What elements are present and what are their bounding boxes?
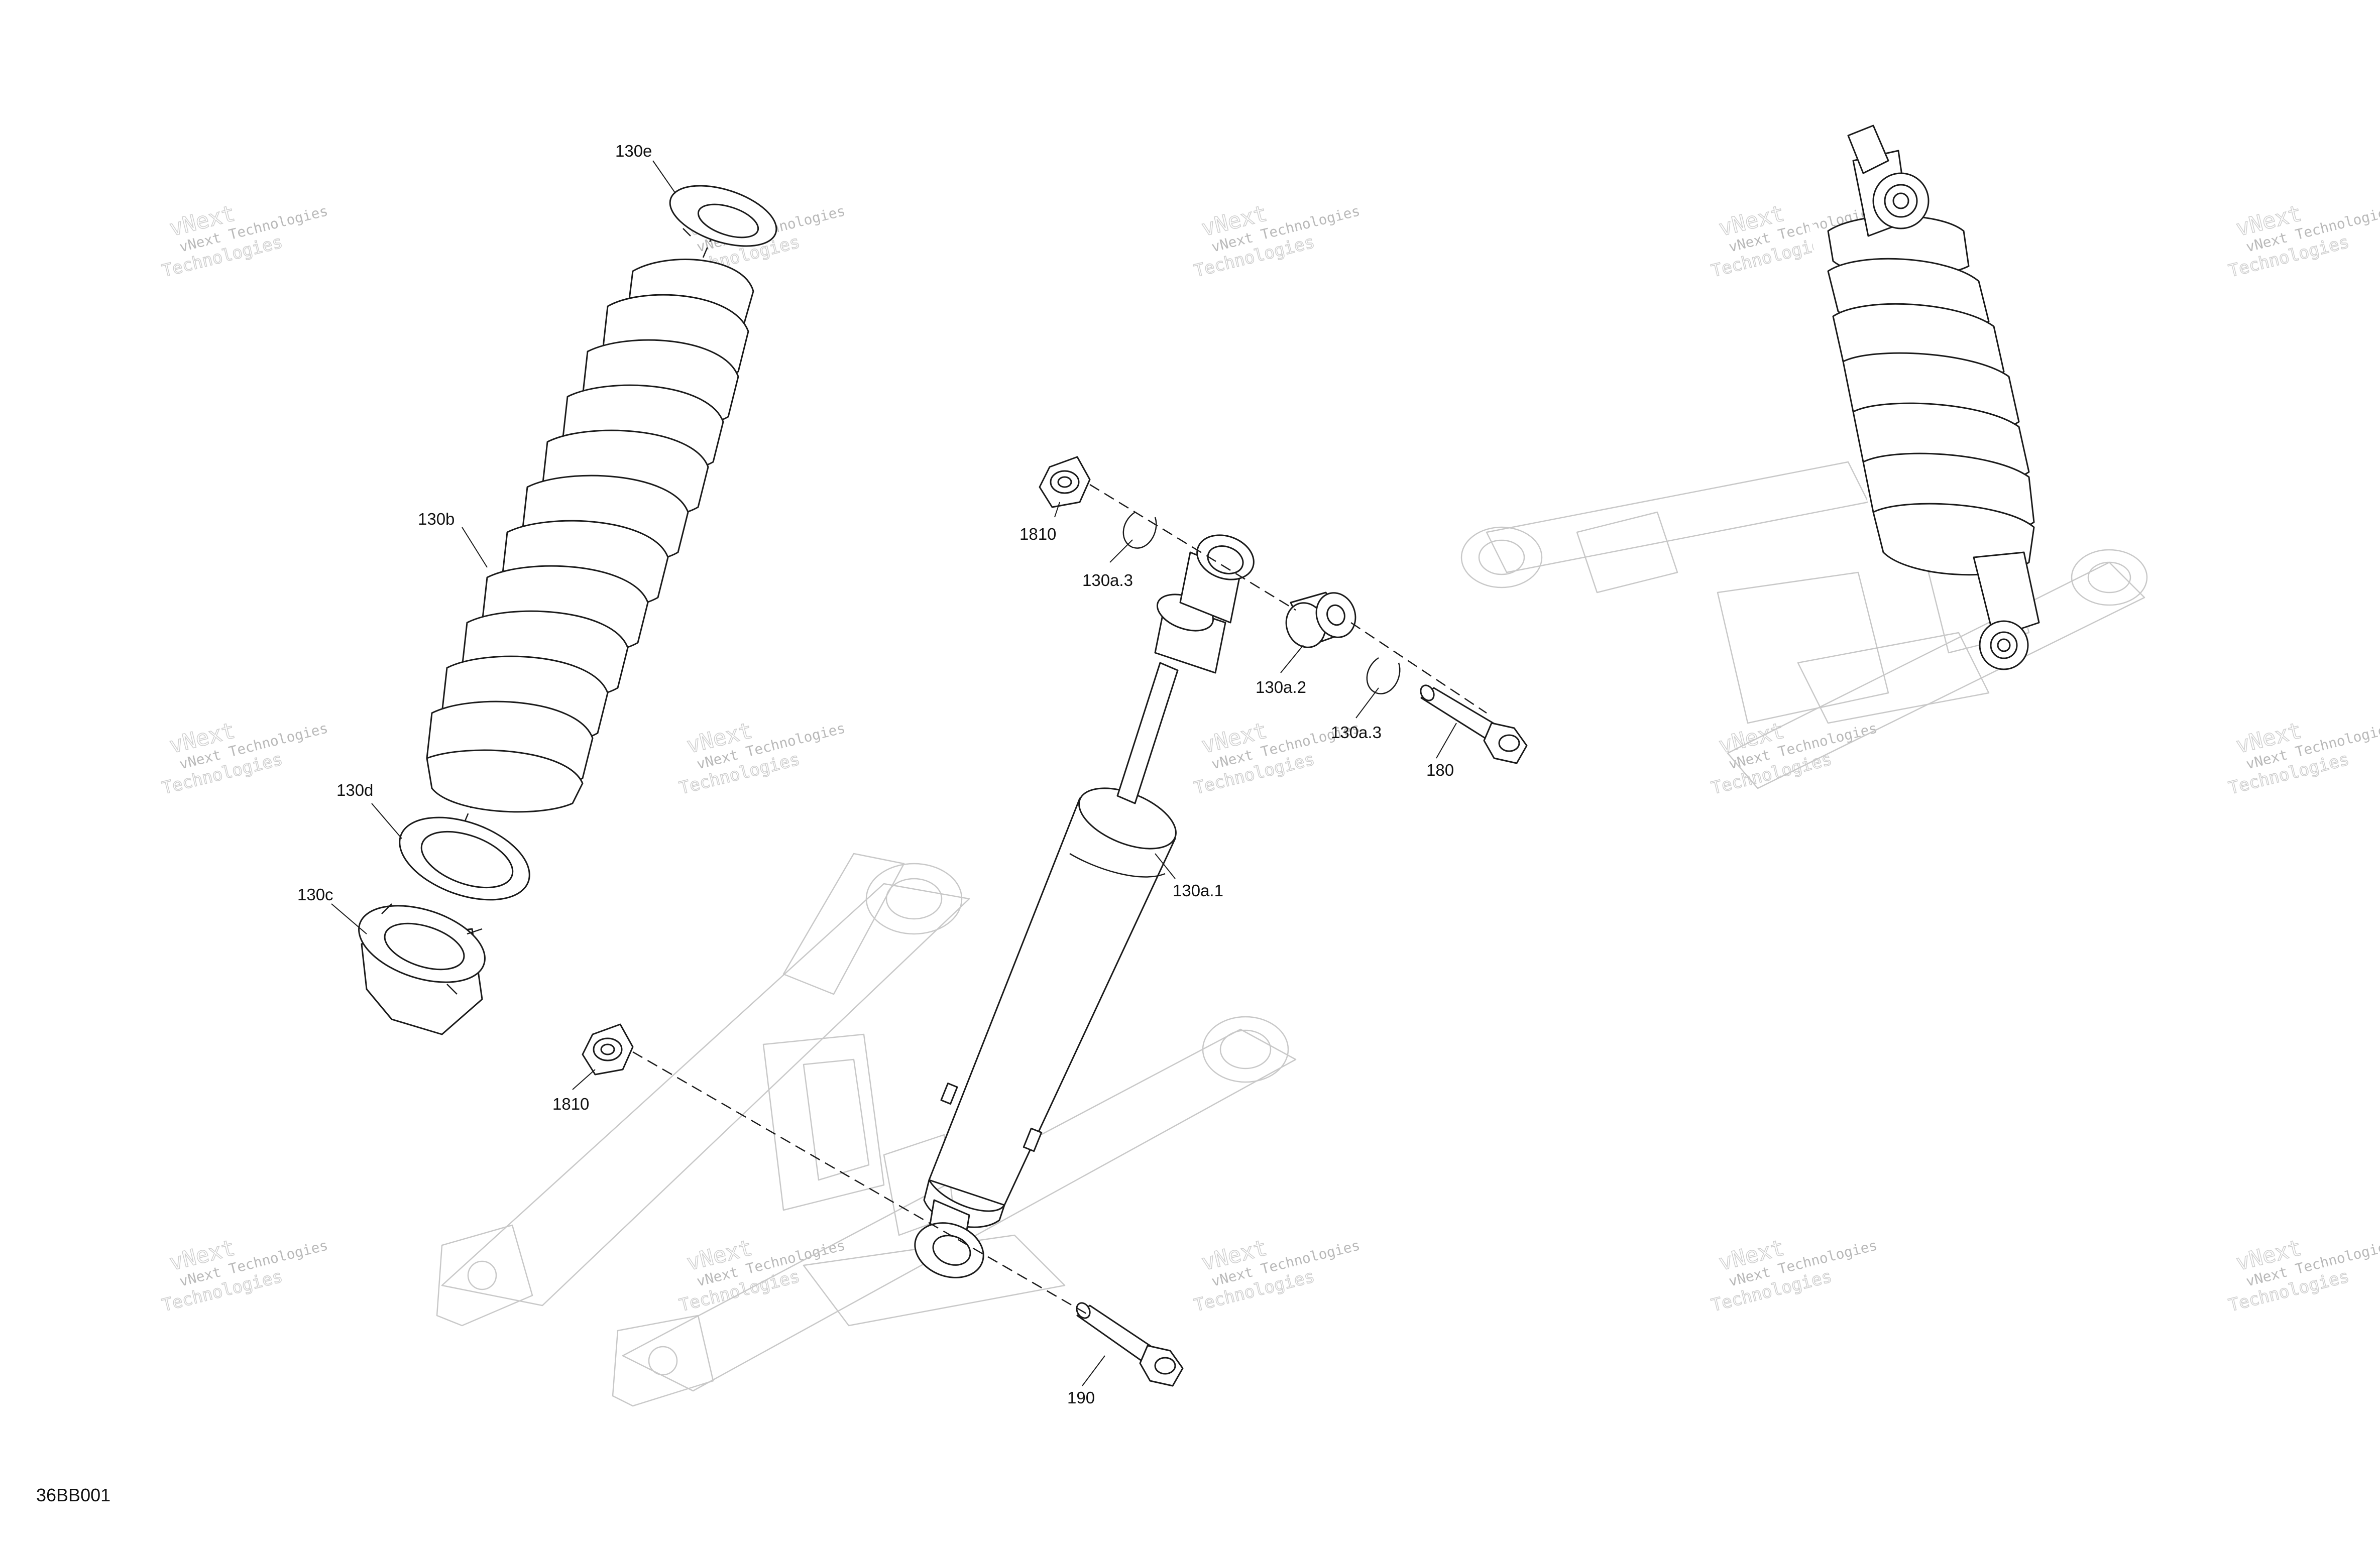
watermark-r1-c5: vNext Technologies vNext Technologies xyxy=(2226,200,2380,282)
callout-labels: 130e 130b 130d 130c 1810 130a.3 130a.2 1… xyxy=(297,142,1454,1407)
watermark-r3-c2: vNext Technologies vNext Technologies xyxy=(677,1235,847,1316)
coil-spring-130b xyxy=(426,215,754,864)
spring-retainer-130e xyxy=(669,185,777,247)
ghost-swing-arm-upper xyxy=(1460,461,2148,789)
drawing-code: 36BB001 xyxy=(36,1485,110,1505)
watermark-r3-c3: vNext Technologies vNext Technologies xyxy=(1192,1235,1362,1316)
watermark-r3-c1: vNext Technologies vNext Technologies xyxy=(160,1235,329,1316)
callout-130a3-left: 130a.3 xyxy=(1082,571,1133,589)
watermark-r1-c1: vNext Technologies vNext Technologies xyxy=(160,200,329,282)
circlip-130a3-right xyxy=(1366,657,1401,694)
assembled-top-eye xyxy=(1847,125,1930,237)
assembled-bottom-eye xyxy=(1973,551,2040,670)
watermark-r2-c2: vNext Technologies vNext Technologies xyxy=(677,718,847,799)
spring-adjuster-130c xyxy=(358,903,486,1035)
assembled-shock-absorber xyxy=(1808,125,2040,670)
spring-guide-130d xyxy=(399,816,530,901)
callout-130a2: 130a.2 xyxy=(1256,678,1306,696)
callout-130d: 130d xyxy=(336,781,373,799)
assembled-spring-coils xyxy=(1827,215,2035,576)
watermark-r1-c3: vNext Technologies vNext Technologies xyxy=(1192,200,1362,282)
watermark-r2-c4: vNext Technologies vNext Technologies xyxy=(1709,718,1879,799)
bolt-180 xyxy=(1420,684,1528,764)
assembly-dashed-lines xyxy=(632,484,1487,1317)
circlip-130a3-left xyxy=(1122,511,1157,549)
callout-180: 180 xyxy=(1426,761,1454,779)
watermark-r3-c4: vNext Technologies vNext Technologies xyxy=(1709,1235,1879,1316)
callout-130e: 130e xyxy=(615,142,652,160)
bolt-190 xyxy=(1076,1302,1184,1387)
callout-1810-bottom: 1810 xyxy=(552,1095,589,1113)
callout-190: 190 xyxy=(1067,1388,1095,1407)
shock-absorber-130a1 xyxy=(914,534,1255,1278)
flange-nut-1810-top xyxy=(1039,456,1091,508)
watermark-r2-c3: vNext Technologies vNext Technologies xyxy=(1192,718,1362,799)
callout-leaders xyxy=(331,160,1457,1386)
flange-nut-1810-bottom xyxy=(582,1023,634,1076)
callout-130b: 130b xyxy=(418,510,455,528)
watermark-r3-c5: vNext Technologies vNext Technologies xyxy=(2226,1235,2380,1316)
callout-130a1: 130a.1 xyxy=(1173,881,1223,900)
watermark-r2-c5: vNext Technologies vNext Technologies xyxy=(2226,718,2380,799)
watermark-r2-c1: vNext Technologies vNext Technologies xyxy=(160,718,329,799)
callout-130a3-right: 130a.3 xyxy=(1331,723,1382,742)
ghost-swing-arm-lower xyxy=(436,853,1297,1407)
callout-1810-top: 1810 xyxy=(1019,525,1056,543)
callout-130c: 130c xyxy=(297,885,333,904)
bushing-130a2 xyxy=(1285,591,1356,648)
